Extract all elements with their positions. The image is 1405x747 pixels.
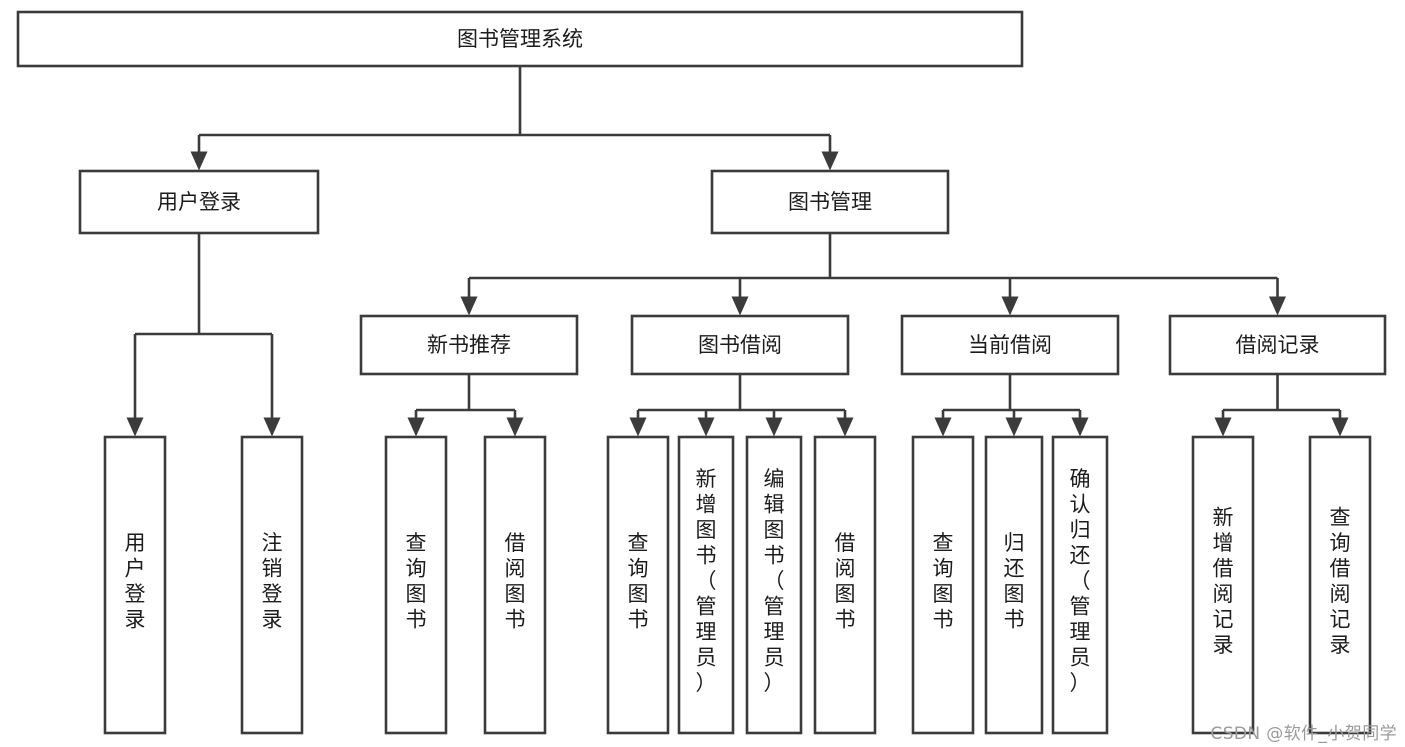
node-label-leaf-add-book: 新增图书（管理员）	[696, 467, 717, 695]
node-leaf-logout[interactable]: 注销登录	[240, 435, 304, 735]
node-box-leaf-add-record	[1191, 435, 1255, 735]
node-label-leaf-borrow-book-2: 借阅图书	[835, 531, 856, 632]
node-label-leaf-confirm-return: 确认归还（管理员）	[1070, 467, 1091, 695]
node-label-leaf-query-book-3: 查询图书	[933, 531, 954, 632]
node-leaf-query-book-3[interactable]: 查询图书	[911, 435, 975, 735]
node-leaf-add-record[interactable]: 新增借阅记录	[1191, 435, 1255, 735]
node-book-borrow[interactable]: 图书借阅	[630, 314, 850, 376]
node-new-book-rec[interactable]: 新书推荐	[359, 314, 579, 376]
node-label-leaf-user-login: 用户登录	[125, 531, 146, 632]
node-label-book-manage: 图书管理	[788, 190, 872, 214]
node-label-new-book-rec: 新书推荐	[427, 333, 511, 357]
node-borrow-record[interactable]: 借阅记录	[1168, 314, 1387, 376]
node-box-current-borrow	[900, 314, 1120, 376]
node-box-new-book-rec	[359, 314, 579, 376]
node-label-leaf-query-book-2: 查询图书	[628, 531, 649, 632]
node-label-leaf-borrow-book-1: 借阅图书	[505, 531, 526, 632]
node-root[interactable]: 图书管理系统	[16, 10, 1024, 68]
node-label-user-login: 用户登录	[157, 190, 241, 214]
node-leaf-borrow-book-1[interactable]: 借阅图书	[483, 435, 547, 735]
node-book-manage[interactable]: 图书管理	[710, 169, 950, 235]
node-box-leaf-borrow-book-1	[483, 435, 547, 735]
node-box-leaf-edit-book	[745, 435, 803, 735]
node-current-borrow[interactable]: 当前借阅	[900, 314, 1120, 376]
node-box-leaf-query-book-3	[911, 435, 975, 735]
node-label-leaf-edit-book: 编辑图书（管理员）	[764, 467, 785, 695]
node-leaf-borrow-book-2[interactable]: 借阅图书	[813, 435, 877, 735]
node-box-leaf-borrow-book-2	[813, 435, 877, 735]
node-label-leaf-return-book: 归还图书	[1004, 531, 1025, 632]
node-box-leaf-confirm-return	[1051, 435, 1109, 735]
node-box-leaf-logout	[240, 435, 304, 735]
node-box-leaf-user-login	[103, 435, 167, 735]
node-box-leaf-query-book-2	[606, 435, 670, 735]
node-label-book-borrow: 图书借阅	[698, 333, 782, 357]
node-leaf-confirm-return[interactable]: 确认归还（管理员）	[1051, 435, 1109, 735]
node-label-leaf-query-record: 查询借阅记录	[1330, 505, 1351, 657]
node-leaf-query-book-2[interactable]: 查询图书	[606, 435, 670, 735]
node-leaf-query-book-1[interactable]: 查询图书	[384, 435, 448, 735]
node-box-root	[16, 10, 1024, 68]
node-leaf-user-login[interactable]: 用户登录	[103, 435, 167, 735]
node-label-root: 图书管理系统	[457, 27, 583, 51]
node-box-leaf-return-book	[984, 435, 1044, 735]
node-box-leaf-query-book-1	[384, 435, 448, 735]
node-box-user-login	[78, 169, 320, 235]
node-box-leaf-query-record	[1308, 435, 1372, 735]
node-label-leaf-query-book-1: 查询图书	[406, 531, 427, 632]
edge-layer	[126, 66, 1349, 437]
node-user-login[interactable]: 用户登录	[78, 169, 320, 235]
node-box-book-manage	[710, 169, 950, 235]
node-leaf-edit-book[interactable]: 编辑图书（管理员）	[745, 435, 803, 735]
csdn-watermark: CSDN @软件_小贺同学	[1210, 724, 1397, 744]
node-leaf-return-book[interactable]: 归还图书	[984, 435, 1044, 735]
node-label-leaf-logout: 注销登录	[262, 531, 283, 632]
node-box-book-borrow	[630, 314, 850, 376]
node-box-borrow-record	[1168, 314, 1387, 376]
node-box-leaf-add-book	[677, 435, 735, 735]
node-layer: 图书管理系统用户登录图书管理新书推荐图书借阅当前借阅借阅记录用户登录注销登录查询…	[16, 10, 1387, 735]
node-leaf-add-book[interactable]: 新增图书（管理员）	[677, 435, 735, 735]
node-leaf-query-record[interactable]: 查询借阅记录	[1308, 435, 1372, 735]
node-label-current-borrow: 当前借阅	[968, 333, 1052, 357]
node-label-borrow-record: 借阅记录	[1236, 333, 1320, 357]
node-label-leaf-add-record: 新增借阅记录	[1213, 505, 1234, 657]
